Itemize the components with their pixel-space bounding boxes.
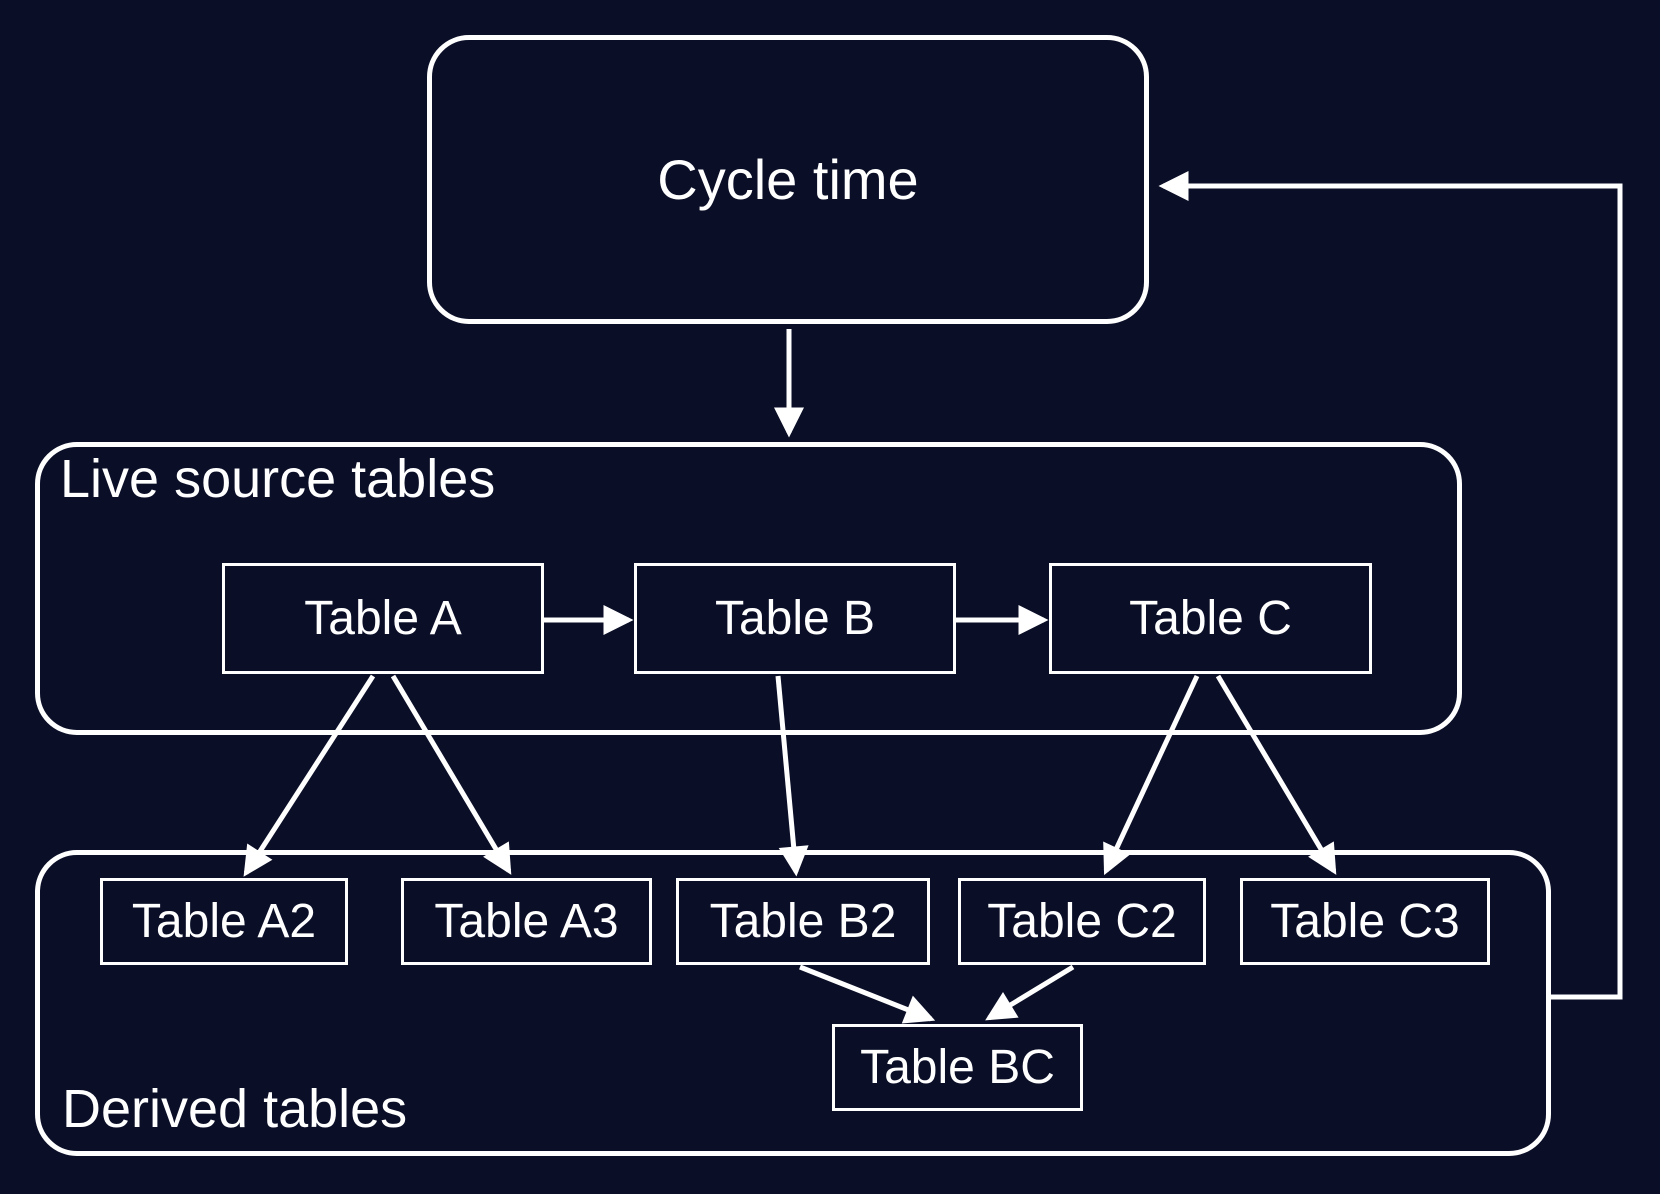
live-source-tables-group [35, 442, 1462, 735]
node-table-c3-label: Table C3 [1270, 895, 1460, 948]
node-table-c-label: Table C [1129, 592, 1292, 645]
node-table-c2: Table C2 [958, 878, 1206, 965]
node-table-b-label: Table B [714, 592, 876, 645]
node-table-a2: Table A2 [100, 878, 348, 965]
node-table-c2-label: Table C2 [987, 895, 1177, 948]
node-table-a3-label: Table A3 [434, 895, 619, 948]
node-table-a3: Table A3 [401, 878, 652, 965]
node-table-a2-label: Table A2 [131, 895, 317, 948]
node-table-b: Table B [634, 563, 956, 674]
live-source-tables-label: Live source tables [60, 449, 496, 509]
node-table-bc-label: Table BC [860, 1041, 1055, 1094]
node-table-a-label: Table A [304, 592, 462, 645]
node-table-bc: Table BC [832, 1024, 1083, 1111]
node-table-b2-label: Table B2 [709, 895, 897, 948]
node-table-a: Table A [222, 563, 544, 674]
cycle-time-label: Cycle time [657, 148, 919, 211]
derived-tables-group [35, 850, 1551, 1156]
cycle-time-node: Cycle time [427, 35, 1149, 324]
node-table-c: Table C [1049, 563, 1372, 674]
derived-tables-label: Derived tables [62, 1079, 408, 1139]
node-table-b2: Table B2 [676, 878, 930, 965]
node-table-c3: Table C3 [1240, 878, 1490, 965]
